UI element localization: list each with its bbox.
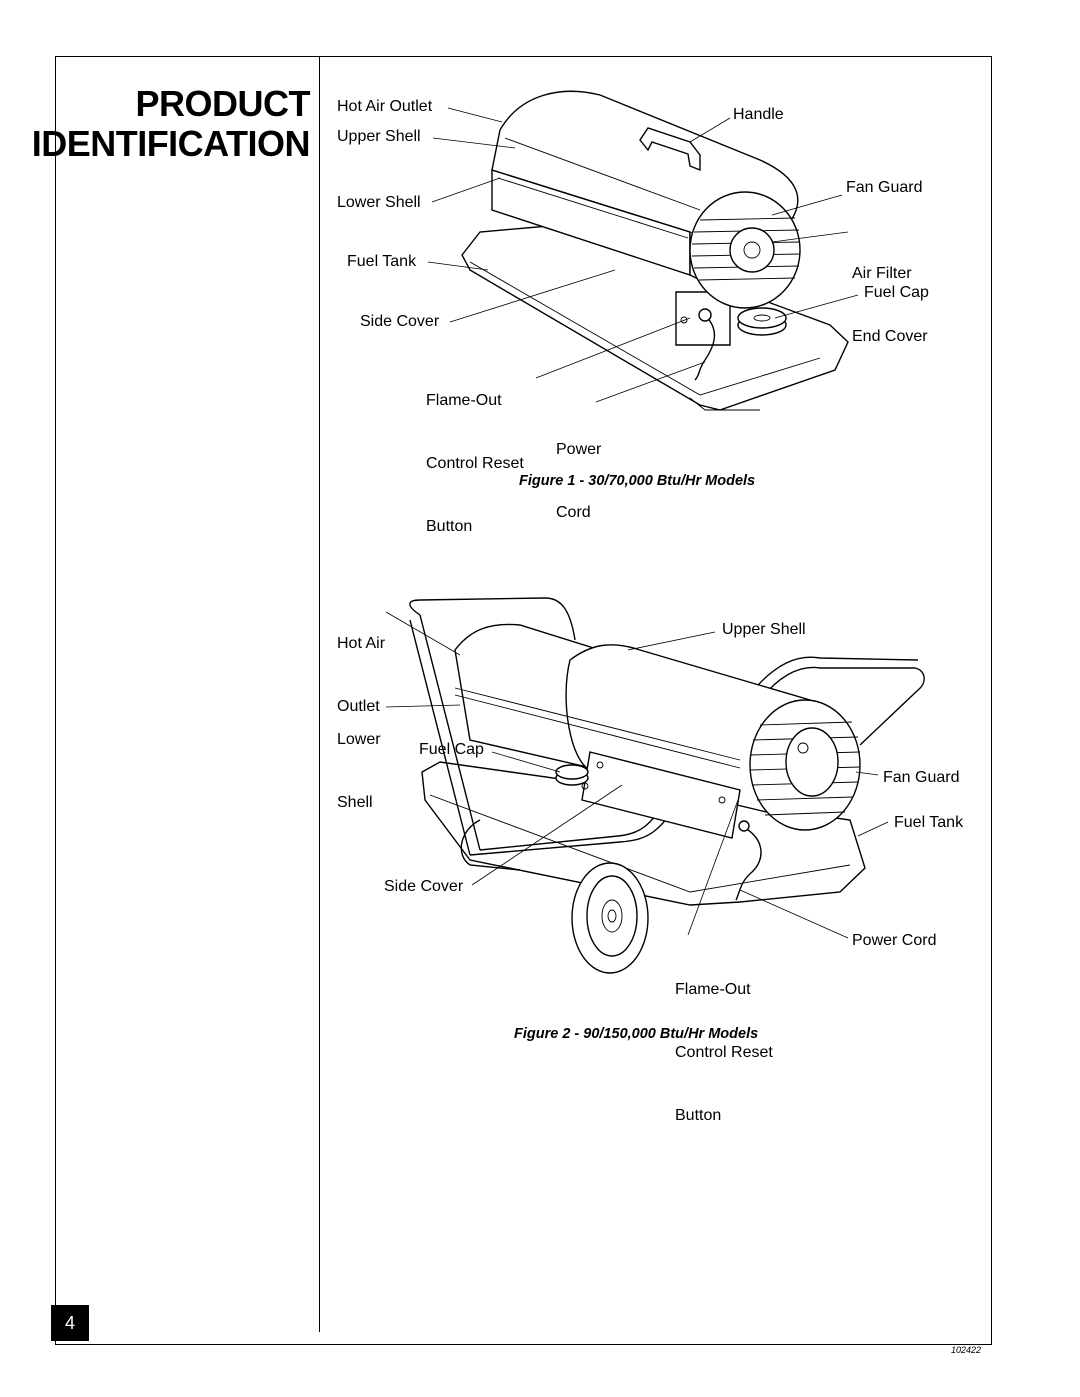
fig2-hot-air-line-1: Hot Air [337,635,386,652]
figure2-heater-drawing [385,597,925,974]
column-divider [319,57,320,1332]
fig1-power-cord-line-2: Cord [556,504,591,521]
page-number: 4 [51,1305,89,1341]
figure2-caption: Figure 2 - 90/150,000 Btu/Hr Models [514,1026,759,1042]
fig2-hot-air-line-2: Outlet [337,698,380,715]
fig1-label-hot-air-outlet: Hot Air Outlet [337,98,433,115]
fig1-flame-out-line-1: Flame-Out [426,392,502,409]
document-number: 102422 [951,1345,982,1355]
fig2-lower-shell-line-2: Shell [337,794,373,811]
figure2-leader-lines [385,611,889,939]
fig1-flame-out-line-2: Control Reset [426,455,524,472]
title-line-2: IDENTIFICATION [31,123,311,164]
fig1-air-filter-line-2: End Cover [852,328,928,345]
fig1-label-side-cover: Side Cover [360,313,440,330]
figure1-leader-lines [427,107,859,403]
fig2-label-power-cord: Power Cord [852,932,937,949]
fig1-label-upper-shell: Upper Shell [337,128,421,145]
fig1-label-lower-shell: Lower Shell [337,194,421,211]
fig2-flame-out-line-1: Flame-Out [675,981,751,998]
fig2-label-upper-shell: Upper Shell [722,621,806,638]
fig2-label-fuel-tank: Fuel Tank [894,814,964,831]
section-title: PRODUCT IDENTIFICATION [31,83,311,164]
fig1-label-fuel-tank: Fuel Tank [347,253,417,270]
fig2-label-fuel-cap: Fuel Cap [419,741,484,758]
fig1-label-handle: Handle [733,106,784,123]
fig2-label-side-cover: Side Cover [384,878,464,895]
title-line-1: PRODUCT [135,83,311,124]
fig2-flame-out-line-3: Button [675,1107,722,1124]
fig1-label-fan-guard: Fan Guard [846,179,923,196]
fig1-air-filter-line-1: Air Filter [852,265,912,282]
figure1-heater-drawing [427,90,859,411]
fig2-label-lower-shell: Lower Shell [337,687,381,834]
figure1-caption: Figure 1 - 30/70,000 Btu/Hr Models [519,473,756,489]
fig2-flame-out-line-2: Control Reset [675,1044,773,1061]
fig2-label-fan-guard: Fan Guard [883,769,960,786]
fig1-label-air-filter: Air Filter End Cover [852,221,928,368]
fig1-label-flame-out: Flame-Out Control Reset Button [426,348,524,558]
fig1-label-power-cord: Power Cord [556,397,601,544]
fig2-label-hot-air-outlet: Hot Air Outlet [337,591,385,738]
fig2-label-flame-out: Flame-Out Control Reset Button [675,937,773,1147]
fig2-lower-shell-line-1: Lower [337,731,381,748]
fig1-flame-out-line-3: Button [426,518,473,535]
fig1-power-cord-line-1: Power [556,441,602,458]
page-frame [55,56,992,1345]
fig1-label-fuel-cap: Fuel Cap [864,284,929,301]
